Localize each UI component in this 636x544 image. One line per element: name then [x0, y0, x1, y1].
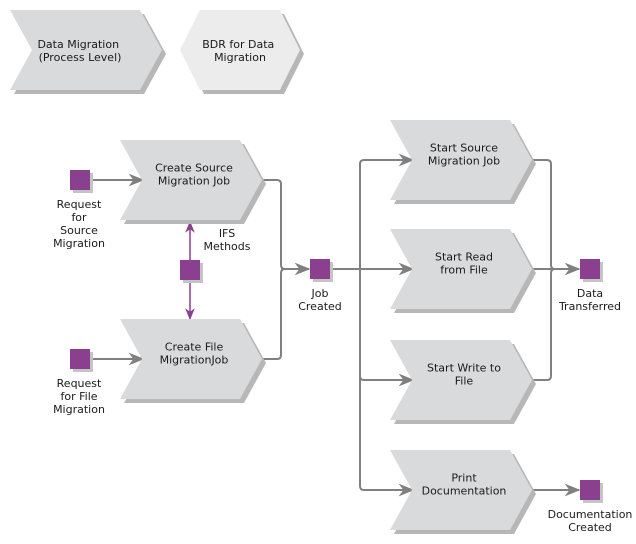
function-shape: [390, 229, 532, 309]
function-shape: [390, 450, 532, 530]
function-shape: [120, 319, 262, 399]
function-shape: [120, 140, 262, 220]
flow-split-to-start-source: [359, 153, 415, 269]
event-square: [180, 260, 200, 280]
event-square: [310, 259, 330, 279]
connectors: [90, 153, 581, 497]
function-shape: [390, 340, 532, 420]
event-square: [70, 349, 90, 369]
flow-start-write-to-merge: [532, 268, 556, 381]
flow-start-source-to-merge: [532, 159, 556, 270]
flow-split-to-print-doc: [359, 269, 415, 497]
event-square: [580, 480, 600, 500]
event-square: [580, 259, 600, 279]
process-label: Data Migration (Process Level): [37, 38, 122, 64]
function-shape: [390, 120, 532, 200]
flow-create-file-to-join: [262, 268, 286, 360]
interface-label: BDR for Data Migration: [202, 38, 278, 64]
event-square: [70, 170, 90, 190]
flow-create-source-to-join: [262, 179, 286, 270]
interface-bdr-data-migration[interactable]: BDR for Data Migration: [180, 10, 304, 94]
process-interface-data-migration[interactable]: Data Migration (Process Level): [10, 10, 166, 94]
